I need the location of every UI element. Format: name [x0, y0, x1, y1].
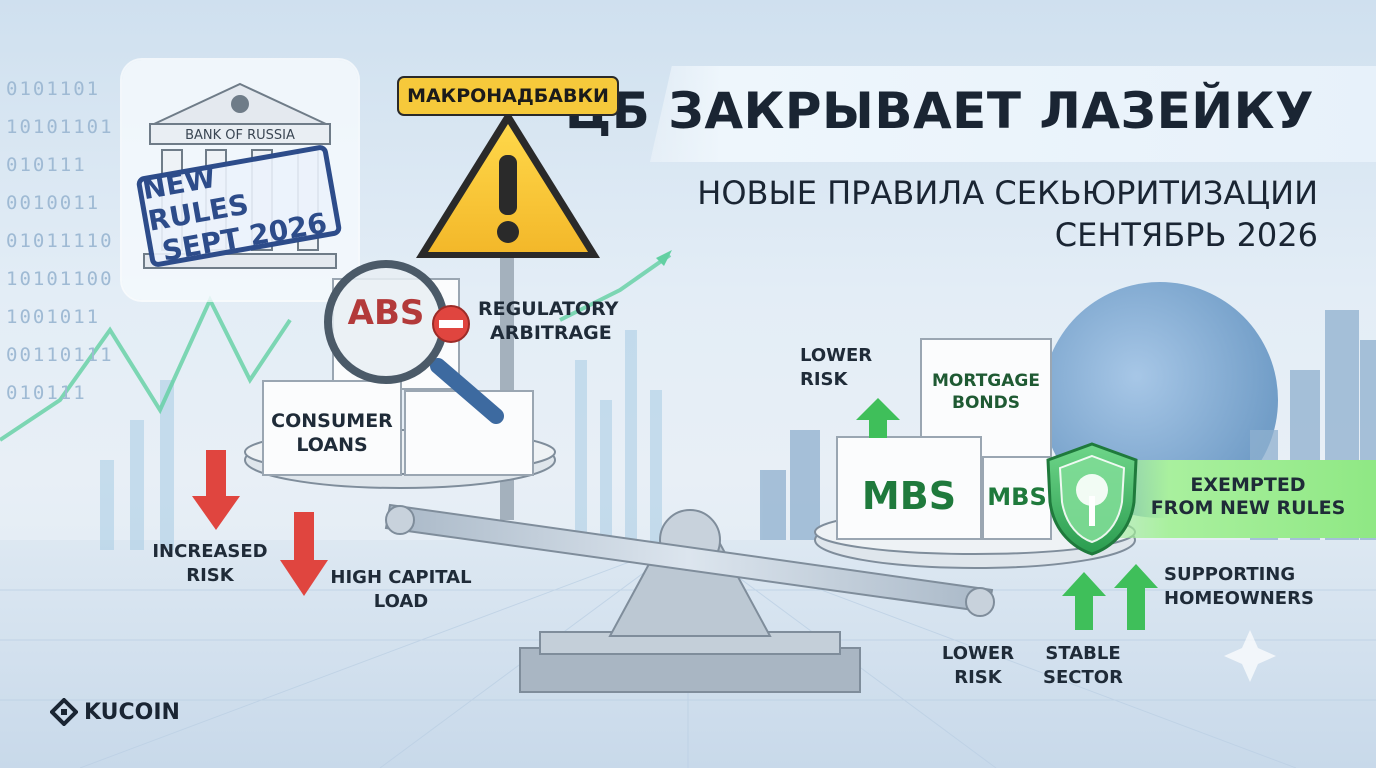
abs-label: ABS	[347, 293, 425, 333]
binary-row: 01011110	[6, 230, 114, 252]
binary-row: 010111	[6, 382, 87, 404]
mbs-label-large: MBS	[861, 474, 957, 518]
binary-row: 10101101	[6, 116, 114, 138]
title-banner	[650, 66, 1376, 162]
subtitle-line-2: СЕНТЯБРЬ 2026	[1054, 216, 1318, 254]
regulatory-arbitrage-line-1: REGULATORY	[478, 298, 619, 320]
regulatory-arbitrage-line-2: ARBITRAGE	[490, 322, 612, 344]
lower-risk-top-line-1: LOWER	[800, 345, 873, 366]
bank-name: BANK OF RUSSIA	[185, 128, 295, 143]
high-capital-line-1: HIGH CAPITAL	[330, 567, 472, 588]
binary-digits: 0101101 10101101 010111 0010011 01011110 1010…	[6, 70, 156, 412]
loan-paper-stack	[404, 390, 534, 476]
mortgage-bonds-line-1: MORTGAGE	[932, 371, 1040, 391]
tree-shield-icon	[1046, 442, 1138, 556]
increased-risk-line-2: RISK	[186, 565, 234, 586]
page-title: ЦБ ЗАКРЫВАЕТ ЛАЗЕЙКУ	[564, 82, 1314, 140]
down-arrow-icon	[192, 450, 240, 530]
brand-name: KUCOIN	[84, 699, 180, 725]
up-arrow-icon	[856, 398, 900, 438]
binary-row: 0010011	[6, 192, 101, 214]
stable-sector-line-2: SECTOR	[1043, 667, 1123, 688]
binary-row: 010111	[6, 154, 87, 176]
exempted-line-1: EXEMPTED	[1190, 474, 1306, 496]
consumer-loans-line-2: LOANS	[296, 434, 368, 456]
binary-row: 0101101	[6, 78, 101, 100]
supporting-line-1: SUPPORTING	[1164, 564, 1296, 585]
supporting-line-2: HOMEOWNERS	[1164, 588, 1314, 609]
subtitle-line-1: НОВЫЕ ПРАВИЛА СЕКЬЮРИТИЗАЦИИ	[697, 174, 1318, 212]
exempted-line-2: FROM NEW RULES	[1150, 497, 1346, 519]
kucoin-logo-icon	[50, 698, 78, 726]
increased-risk-line-1: INCREASED	[152, 541, 268, 562]
binary-row: 10101100	[6, 268, 114, 290]
consumer-loans-line-1: CONSUMER	[271, 410, 393, 432]
up-arrow-icon	[1062, 572, 1106, 630]
magnifier-icon	[324, 260, 504, 424]
binary-row: 1001011	[6, 306, 101, 328]
up-arrow-icon	[1114, 564, 1158, 630]
mbs-label-small: MBS	[987, 483, 1047, 511]
high-capital-line-2: LOAD	[373, 591, 429, 612]
lower-risk-line-2: RISK	[954, 667, 1002, 688]
stable-sector-line-1: STABLE	[1045, 643, 1121, 664]
mortgage-bonds-line-2: BONDS	[952, 393, 1020, 413]
macro-premium-tag: МАКРОНАДБАВКИ	[397, 76, 619, 116]
consumer-loans-stack	[262, 380, 402, 476]
mbs-box-large	[836, 436, 982, 540]
kucoin-logo: KUCOIN	[50, 698, 180, 726]
lower-risk-top-line-2: RISK	[800, 369, 848, 390]
binary-row: 00110111	[6, 344, 114, 366]
lower-risk-line-1: LOWER	[941, 643, 1015, 664]
down-arrow-icon	[280, 512, 328, 596]
